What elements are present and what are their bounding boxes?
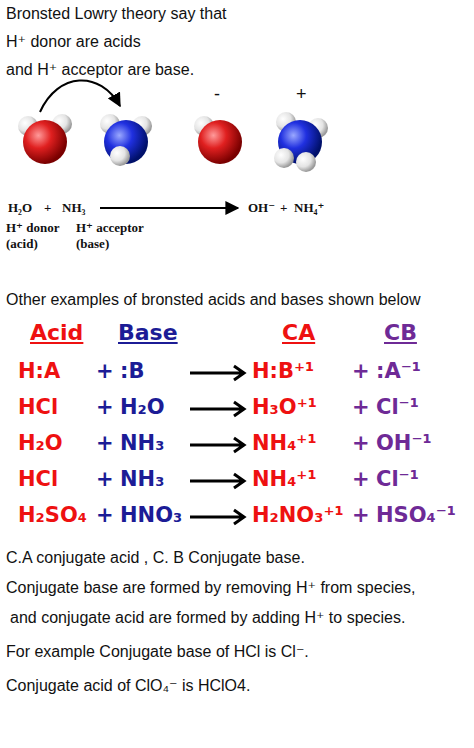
conjugate-base: Cl⁻¹ <box>376 467 419 492</box>
base-formula: H₂O <box>120 395 165 420</box>
acid-formula: HCl <box>18 467 58 492</box>
acid-formula: H:A <box>18 359 60 384</box>
plus-sign: + <box>96 359 114 384</box>
hydroxide-ion <box>194 116 242 164</box>
note-text: C.A conjugate acid , C. B Conjugate base… <box>6 548 305 567</box>
table-header: Base <box>118 320 178 346</box>
plus-sign: + <box>96 503 114 528</box>
role-label: H⁺ acceptor (base) <box>76 220 156 251</box>
base-formula: NH₃ <box>120 431 164 456</box>
plus-sign: + <box>44 200 51 216</box>
intro-text: and H⁺ acceptor are base. <box>6 60 194 79</box>
note-text: For example Conjugate base of HCl is Cl⁻… <box>6 642 309 661</box>
plus-sign: + <box>352 395 370 420</box>
conjugate-base: HSO₄⁻¹ <box>376 503 456 528</box>
plus-sign: + <box>352 431 370 456</box>
conjugate-acid: NH₄⁺¹ <box>252 467 317 492</box>
acid-formula: H₂O <box>18 431 63 456</box>
ammonium-ion <box>274 112 328 172</box>
plus-sign: + <box>280 200 287 216</box>
section-text: Other examples of bronsted acids and bas… <box>6 290 420 309</box>
formula: OH⁻ <box>248 200 275 216</box>
formula: NH₃ <box>62 200 85 216</box>
plus-sign: + <box>352 359 370 384</box>
base-formula: HNO₃ <box>120 503 182 528</box>
transfer-arrow <box>40 80 120 112</box>
acid-formula: HCl <box>18 395 58 420</box>
conjugate-base: OH⁻¹ <box>376 431 432 456</box>
formula: NH₄⁺ <box>294 200 324 216</box>
plus-sign: + <box>96 395 114 420</box>
conjugate-acid: H₂NO₃⁺¹ <box>252 503 344 528</box>
note-text: and conjugate acid are formed by adding … <box>10 608 405 627</box>
intro-text: Bronsted Lowry theory say that <box>6 4 227 23</box>
conjugate-base: :A⁻¹ <box>376 359 421 384</box>
table-header: CB <box>384 320 417 346</box>
formula: H₂O <box>8 200 32 216</box>
reaction-arrow <box>100 207 238 209</box>
table-header: Acid <box>30 320 83 346</box>
note-text: Conjugate acid of ClO₄⁻ is HClO4. <box>6 676 250 695</box>
conjugate-acid: H:B⁺¹ <box>252 359 314 384</box>
conjugate-base: Cl⁻¹ <box>376 395 419 420</box>
base-formula: :B <box>120 359 144 384</box>
table-header: CA <box>282 320 315 346</box>
plus-sign: + <box>96 431 114 456</box>
table-arrows <box>190 366 244 524</box>
conjugate-acid: NH₄⁺¹ <box>252 431 317 456</box>
acid-formula: H₂SO₄ <box>18 503 87 528</box>
plus-sign: + <box>352 467 370 492</box>
water-molecule <box>18 114 72 164</box>
charge-sign: + <box>296 84 307 106</box>
intro-text: H⁺ donor are acids <box>6 32 141 51</box>
plus-sign: + <box>352 503 370 528</box>
plus-sign: + <box>96 467 114 492</box>
note-text: Conjugate base are formed by removing H⁺… <box>6 578 416 597</box>
ammonia-molecule <box>100 114 152 166</box>
conjugate-acid: H₃O⁺¹ <box>252 395 317 420</box>
role-label: H⁺ donor (acid) <box>6 220 72 251</box>
charge-sign: - <box>214 84 220 106</box>
base-formula: NH₃ <box>120 467 164 492</box>
